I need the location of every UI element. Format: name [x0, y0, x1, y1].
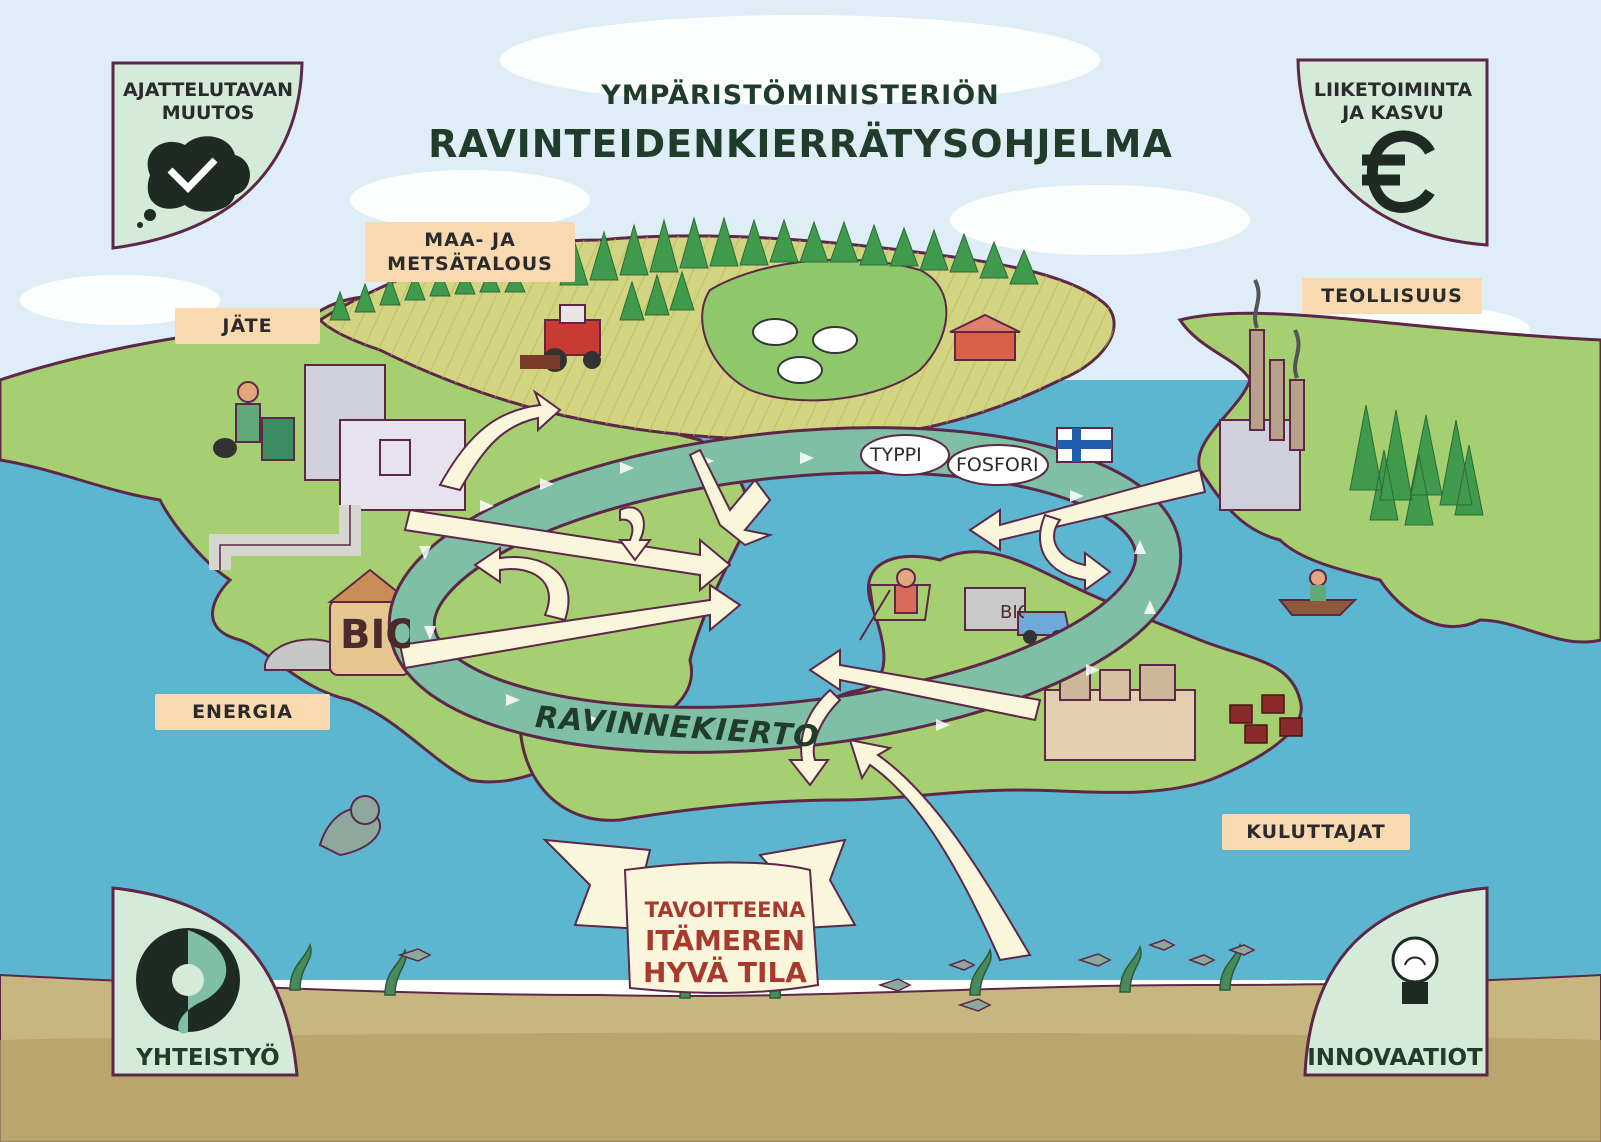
- holding-hands-circle-icon: [136, 928, 240, 1034]
- fosfori-bubble: [947, 444, 1049, 486]
- forest-back: [329, 216, 1039, 321]
- corner-top-right-title: LIIKETOIMINTA JA KASVU: [1298, 79, 1488, 125]
- sector-tag-teollisuus: TEOLLISUUS: [1302, 278, 1482, 314]
- fish: [397, 939, 1256, 1012]
- bio-truck-label: BIO: [1000, 602, 1024, 623]
- sector-tag-energia: ENERGIA: [155, 694, 330, 730]
- clouds: [20, 15, 1530, 355]
- barn: [949, 313, 1021, 361]
- sector-maa-line2: METSÄTALOUS: [387, 253, 553, 275]
- ministry-subtitle: YMPÄRISTÖMINISTERIÖN: [601, 80, 1000, 111]
- heart-thought-bubble-icon: [137, 136, 250, 228]
- seal: [318, 795, 382, 857]
- corner-bottom-right-label: INNOVAATIOT: [1307, 1045, 1483, 1071]
- bio-truck: [964, 587, 1072, 644]
- corner-panel-bottom-right: [1303, 886, 1489, 1077]
- tractor: [520, 304, 601, 372]
- corner-bottom-left-label: YHTEISTYÖ: [136, 1045, 280, 1071]
- typpi-label: TYPPI: [870, 444, 922, 466]
- person-recycling: [213, 381, 295, 461]
- rowboat: [1277, 569, 1358, 616]
- sector-tag-maa-metsatalous: MAA- JA METSÄTALOUS: [365, 222, 575, 282]
- euro-icon: [1362, 130, 1435, 213]
- goal-line2: ITÄMEREN: [644, 924, 806, 957]
- corner-top-left-title: AJATTELUTAVAN MUUTOS: [113, 79, 303, 125]
- factory: [1219, 279, 1305, 511]
- cows: [752, 318, 858, 384]
- sector-maa-line1: MAA- JA: [424, 229, 516, 251]
- goal-line1: TAVOITTEENA: [644, 898, 806, 922]
- fisherman: [859, 568, 932, 641]
- forest-right: [1349, 404, 1484, 526]
- corner-top-left-line1: AJATTELUTAVAN: [122, 79, 294, 101]
- fosfori-label: FOSFORI: [956, 454, 1039, 476]
- typpi-bubble: [860, 434, 950, 476]
- program-title: RAVINTEIDENKIERRÄTYSOHJELMA: [428, 122, 1173, 166]
- sector-tag-jate: JÄTE: [175, 308, 320, 344]
- corner-top-left-line2: MUUTOS: [161, 102, 255, 124]
- waste-facility: [304, 364, 466, 511]
- corner-top-right-line2: JA KASVU: [1342, 102, 1444, 124]
- goal-line3: HYVÄ TILA: [643, 956, 807, 989]
- houses: [1229, 694, 1303, 744]
- corner-top-right-line1: LIIKETOIMINTA: [1313, 79, 1473, 101]
- flow-arrows: [398, 389, 1207, 962]
- bio-tank-label: BIO: [340, 612, 410, 658]
- finland-flag: [1056, 427, 1113, 463]
- sector-tag-kuluttajat: KULUTTAJAT: [1222, 814, 1410, 850]
- corner-panel-top-right: [1296, 58, 1489, 247]
- lightbulb-icon: [1391, 936, 1439, 1004]
- goal-banner: [542, 838, 857, 994]
